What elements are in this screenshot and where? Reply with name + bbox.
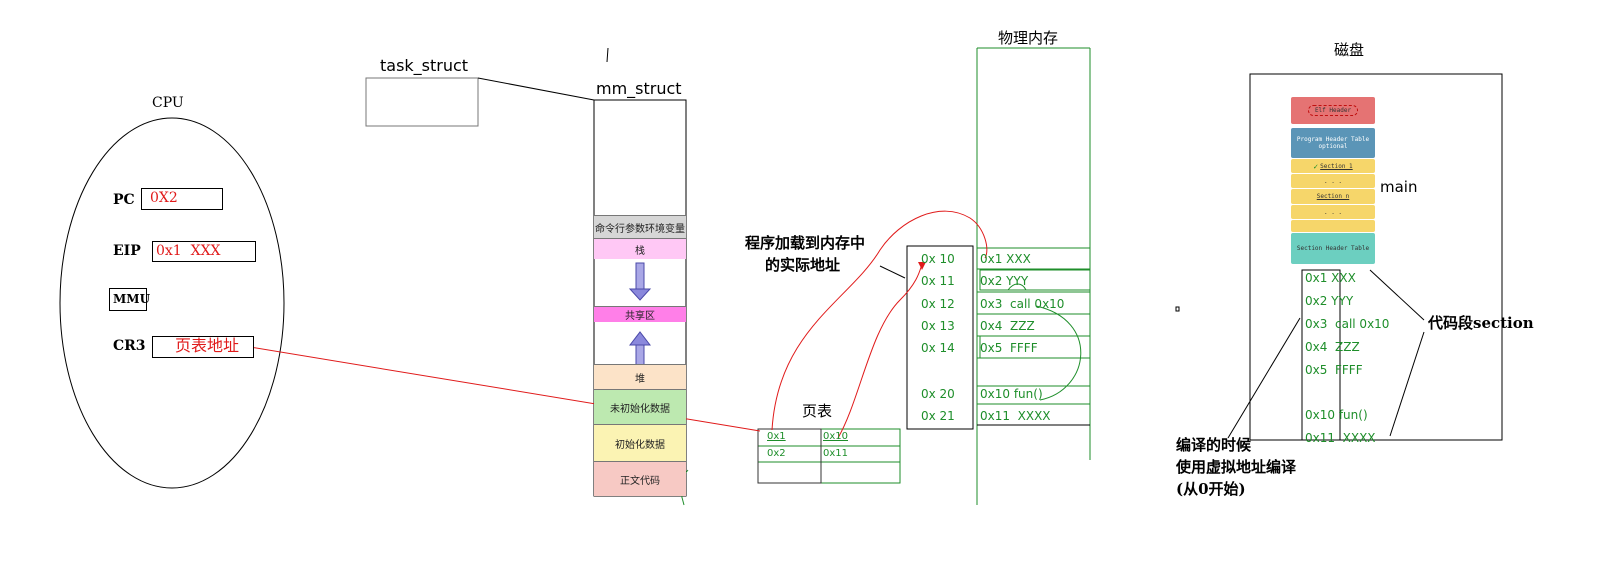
mm-segment-data: 初始化数据 [594, 424, 686, 461]
page-table-map-curve-2 [837, 263, 923, 439]
physical-address-column [906, 245, 974, 430]
compile-note-line1: 编译的时候 [1176, 436, 1252, 454]
physical-address-7: 0x 21 [921, 409, 955, 423]
eip-label: EIP [113, 243, 141, 259]
mm-segment-args: 命令行参数环境变量 [594, 215, 686, 238]
section-n-label: Section n [1291, 189, 1375, 204]
physical-memory-row-7: 0x11 XXXX [980, 409, 1051, 423]
disk-code-row-5: 0x5 FFFF [1305, 363, 1363, 377]
cr3-register: 页表地址 [152, 336, 254, 358]
disk-box [1249, 73, 1503, 441]
task-struct-label: task_struct [380, 56, 469, 75]
physical-memory-row-3: 0x3 call 0x10 [980, 297, 1065, 311]
pc-value: 0X2 [150, 190, 178, 206]
compile-note-line3: (从0开始) [1176, 480, 1246, 498]
cr3-label: CR3 [113, 338, 146, 354]
physical-address-4: 0x 13 [921, 319, 955, 333]
yyy-hook [1007, 283, 1027, 291]
compile-note-line [1227, 317, 1301, 439]
map-arrowhead [918, 262, 926, 270]
load-annotation-line2: 的实际地址 [765, 256, 841, 274]
physical-memory-row-2: 0x2 YYY [980, 274, 1029, 288]
elf-header-block: Elf Header [1291, 97, 1375, 124]
page-table-physical-2: 0x11 [823, 448, 849, 459]
check-icon: ✓ [1313, 161, 1319, 171]
elf-header-label: Elf Header [1307, 105, 1359, 116]
cpu-ellipse [59, 117, 285, 489]
annotation-pointer [879, 265, 906, 279]
stack-grow-arrow [628, 262, 652, 301]
disk-code-row-2: 0x2 YYY [1305, 294, 1354, 308]
call-jump-arrow [1035, 305, 1082, 401]
mm-segment-shared: 共享区 [594, 306, 686, 322]
mm-segment-text: 正文代码 [594, 461, 686, 496]
physical-memory-row-4: 0x4 ZZZ [980, 319, 1035, 333]
mm-struct-label: mm_struct [596, 79, 682, 98]
compile-note-line2: 使用虚拟地址编译 [1176, 458, 1297, 476]
disk-code-column [1301, 269, 1341, 441]
page-table-grid [757, 428, 901, 484]
main-label: main [1380, 178, 1418, 196]
disk-code-row-7: 0x11 XXXX [1305, 431, 1376, 445]
section-header-label: Section Header Table [1291, 233, 1375, 264]
disk-title: 磁盘 [1334, 41, 1365, 59]
eip-register: 0x1 XXX [152, 241, 256, 262]
stray-tick [606, 47, 609, 63]
code-section-label: 代码段section [1428, 314, 1534, 332]
pc-register: 0X2 [141, 188, 223, 210]
elf-blank-yellow [1291, 220, 1375, 232]
pc-label: PC [113, 192, 135, 208]
program-header-optional: optional [1318, 143, 1348, 150]
section-1-block: ✓ Section 1 [1291, 159, 1375, 173]
physical-address-1: 0x 10 [921, 252, 955, 266]
stray-marker [1175, 306, 1180, 312]
mmu-label: MMU [113, 292, 151, 306]
elf-dots-1: . . . [1291, 174, 1375, 188]
code-section-line-bottom [1389, 331, 1425, 437]
cr3-value: 页表地址 [175, 336, 240, 355]
section-1-label: Section 1 [1320, 162, 1353, 170]
physical-address-6: 0x 20 [921, 387, 955, 401]
physical-address-3: 0x 12 [921, 297, 955, 311]
program-header-block: Program Header Table optional [1291, 128, 1375, 158]
program-header-label: Program Header Table [1296, 136, 1370, 143]
mm-segment-bss: 未初始化数据 [594, 389, 686, 424]
disk-code-row-6: 0x10 fun() [1305, 408, 1368, 422]
physical-memory-column [976, 47, 1091, 505]
task-struct-box [365, 77, 479, 127]
page-table-virtual-2: 0x2 [767, 448, 786, 459]
disk-code-row-1: 0x1 XXX [1305, 271, 1356, 285]
physical-memory-title: 物理内存 [998, 29, 1059, 47]
physical-memory-row-1: 0x1 XXX [980, 252, 1031, 266]
page-table-virtual-1: 0x1 [767, 431, 786, 442]
page-table-title: 页表 [802, 402, 833, 420]
mm-segment-stack: 栈 [594, 238, 686, 259]
load-annotation-line1: 程序加载到内存中 [745, 234, 866, 252]
mm-segment-heap: 堆 [594, 364, 686, 389]
task-to-mm-line [477, 77, 595, 101]
page-table-physical-1: 0x10 [823, 431, 849, 442]
physical-memory-row-5: 0x5 FFFF [980, 341, 1038, 355]
elf-dots-2: . . . [1291, 205, 1375, 219]
physical-address-2: 0x 11 [921, 274, 955, 288]
cpu-title: CPU [152, 95, 184, 111]
physical-address-5: 0x 14 [921, 341, 955, 355]
eip-value: 0x1 XXX [156, 243, 221, 259]
code-section-line-top [1369, 269, 1425, 321]
mmu-box: MMU [109, 288, 151, 311]
disk-code-row-3: 0x3 call 0x10 [1305, 317, 1390, 331]
disk-code-row-4: 0x4 ZZZ [1305, 340, 1360, 354]
physical-memory-row-6: 0x10 fun() [980, 387, 1043, 401]
page-table-map-curve-1 [771, 210, 988, 431]
